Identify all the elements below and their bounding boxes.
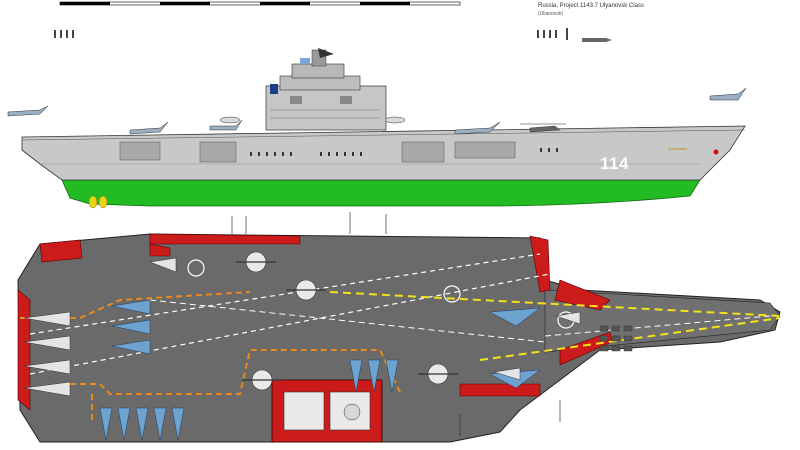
catapult-lines-yellow — [329, 291, 781, 361]
centerline-white — [149, 299, 771, 343]
hangar-openings — [119, 141, 516, 163]
star-emblem — [713, 149, 719, 155]
missile-icons — [54, 28, 612, 42]
profile-aew-aircraft — [219, 116, 406, 124]
plan-aew-aircraft — [236, 251, 458, 391]
caption-subtitle: (Ulianovsk) — [538, 11, 564, 17]
underwater-hull — [61, 179, 701, 207]
propellers — [88, 195, 108, 209]
ship-name-text: Ульяновск — [668, 146, 688, 151]
plan-fighters-grey — [23, 257, 581, 397]
pennant-number: 114 — [600, 154, 629, 173]
island — [265, 48, 387, 131]
antenna-marks — [231, 212, 561, 436]
profile-helicopter — [520, 123, 566, 133]
deck-grates — [599, 325, 633, 352]
portholes — [250, 148, 558, 156]
island-plan — [271, 379, 383, 443]
profile-aircraft — [7, 87, 747, 135]
scale-bar — [59, 1, 461, 6]
plan-fighters — [99, 299, 541, 441]
caption-title: Russia, Project 1143.7 Ulyanovsk Class — [538, 3, 644, 9]
